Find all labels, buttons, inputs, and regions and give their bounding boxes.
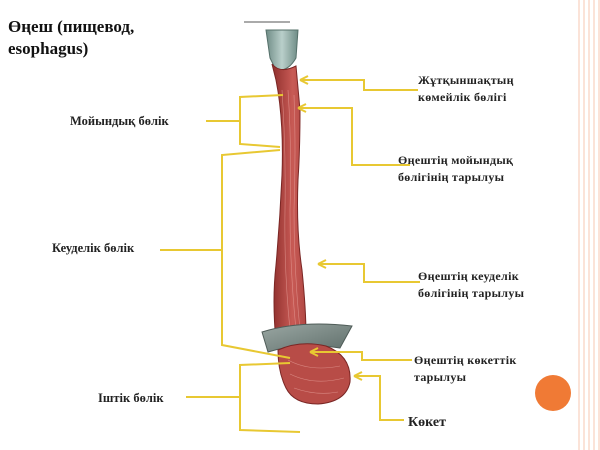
thoracic-bracket-lower [221, 250, 291, 359]
label-neck-part: Мойындық бөлік [70, 114, 169, 128]
title-line-1: Өңеш (пищевод, [8, 17, 135, 36]
thoracic-narrow-pointer [318, 263, 420, 283]
abdominal-bracket-lower [239, 397, 301, 433]
abdominal-bracket-upper [186, 362, 291, 398]
neck-bracket-upper [206, 94, 284, 122]
muscle-fibers [281, 89, 301, 331]
label-pharynx: Жұтқыншақтың көмейлік бөлігі [418, 73, 514, 104]
pharynx-shape [265, 29, 299, 71]
label-abdominal-part: Іштік бөлік [98, 391, 164, 405]
decorative-border [578, 0, 600, 450]
label-diaphragm-narrowing: Өңештің көкеттік тарылуы [414, 353, 517, 384]
label-neck-narrowing: Өңештің мойындық бөлігінің тарылуы [398, 153, 514, 184]
neck-bracket-lower [239, 121, 281, 148]
slide-title: Өңеш (пищевод, esophagus) [8, 16, 238, 60]
label-diaphragm: Көкет [408, 415, 446, 430]
decorative-dot [535, 375, 571, 411]
thoracic-bracket-upper [160, 149, 281, 251]
label-thoracic-part: Кеуделік бөлік [52, 241, 135, 255]
title-line-2: esophagus) [8, 39, 89, 58]
diaphragm-pointer [354, 375, 404, 421]
neck-narrow-pointer [298, 107, 410, 166]
pharynx-pointer [300, 79, 418, 91]
esophagus-shape [271, 63, 319, 361]
label-thoracic-narrowing: Өңештің кеуделік бөлігінің тарылуы [418, 269, 525, 300]
diaphragm-narrow-pointer [310, 351, 412, 361]
